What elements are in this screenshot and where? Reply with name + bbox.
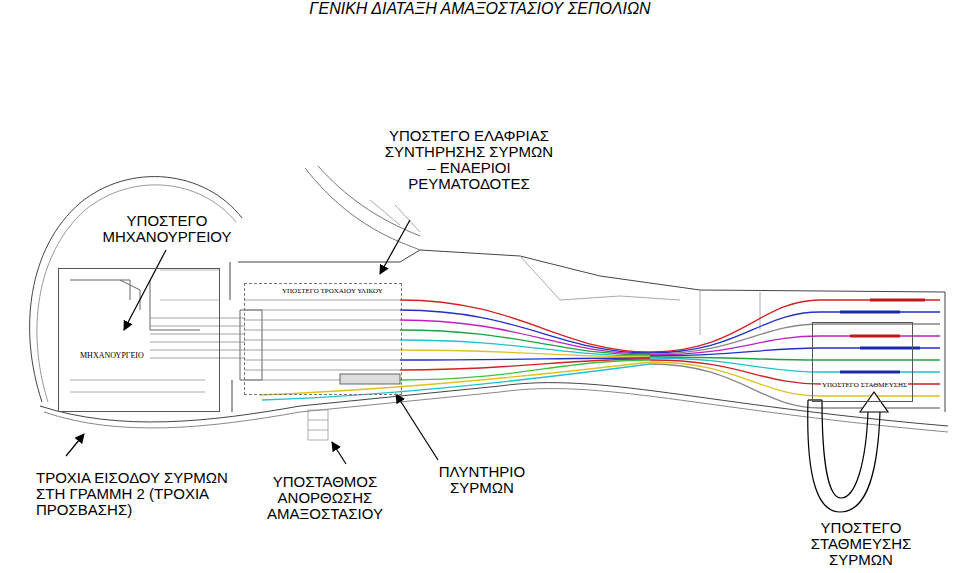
callout-text: ΤΡΟΧΙΑ ΕΙΣΟΔΟΥ ΣΥΡΜΩΝ ΣΤΗ ΓΡΑΜΜΗ 2 (ΤΡΟΧ… <box>36 469 228 518</box>
building-outline: ΜΗΧΑΝΟΥΡΓΕΙΟ <box>58 268 220 412</box>
building-outline: ΥΠΟΣΤΕΓΟ ΤΡΟΧΑΙΟΥ ΥΛΙΚΟΥ <box>244 283 402 395</box>
building-name: ΜΗΧΑΝΟΥΡΓΕΙΟ <box>79 351 145 360</box>
callout-text: ΥΠΟΣΤΕΓΟ ΜΗΧΑΝΟΥΡΓΕΙΟΥ <box>103 212 232 245</box>
callout-text: ΥΠΟΣΤΕΓΟ ΣΤΑΘΜΕΥΣΗΣ ΣΥΡΜΩΝ <box>811 519 912 568</box>
building-outline: ΥΠΟΣΤΕΓΟ ΣΤΑΘΜΕΥΣΗΣ <box>812 322 913 402</box>
building-name: ΥΠΟΣΤΕΓΟ ΣΤΑΘΜΕΥΣΗΣ <box>821 381 908 389</box>
callout-label: ΥΠΟΣΤΕΓΟ ΣΤΑΘΜΕΥΣΗΣ ΣΥΡΜΩΝ <box>786 520 936 568</box>
callout-label: ΥΠΟΣΤΕΓΟ ΕΛΑΦΡΙΑΣ ΣΥΝΤΗΡΗΣΗΣ ΣΥΡΜΩΝ – ΕΝ… <box>383 128 555 192</box>
callout-label: ΠΛΥΝΤΗΡΙΟ ΣΥΡΜΩΝ <box>424 464 540 496</box>
callout-text: ΥΠΟΣΤΕΓΟ ΕΛΑΦΡΙΑΣ ΣΥΝΤΗΡΗΣΗΣ ΣΥΡΜΩΝ – ΕΝ… <box>385 127 553 192</box>
callout-label: ΥΠΟΣΤΕΓΟ ΜΗΧΑΝΟΥΡΓΕΙΟΥ <box>96 213 238 245</box>
page-title: ΓΕΝΙΚΗ ΔΙΑΤΑΞΗ ΑΜΑΞΟΣΤΑΣΙΟΥ ΣΕΠΟΛΙΩΝ <box>0 0 960 18</box>
callout-label: ΤΡΟΧΙΑ ΕΙΣΟΔΟΥ ΣΥΡΜΩΝ ΣΤΗ ΓΡΑΜΜΗ 2 (ΤΡΟΧ… <box>36 470 232 518</box>
callout-text: ΥΠΟΣΤΑΘΜΟΣ ΑΝΟΡΘΩΣΗΣ ΑΜΑΞΟΣΤΑΣΙΟΥ <box>267 473 383 522</box>
callout-text: ΠΛΥΝΤΗΡΙΟ ΣΥΡΜΩΝ <box>439 463 525 496</box>
callout-label: ΥΠΟΣΤΑΘΜΟΣ ΑΝΟΡΘΩΣΗΣ ΑΜΑΞΟΣΤΑΣΙΟΥ <box>255 474 395 522</box>
building-name: ΥΠΟΣΤΕΓΟ ΤΡΟΧΑΙΟΥ ΥΛΙΚΟΥ <box>281 287 384 295</box>
